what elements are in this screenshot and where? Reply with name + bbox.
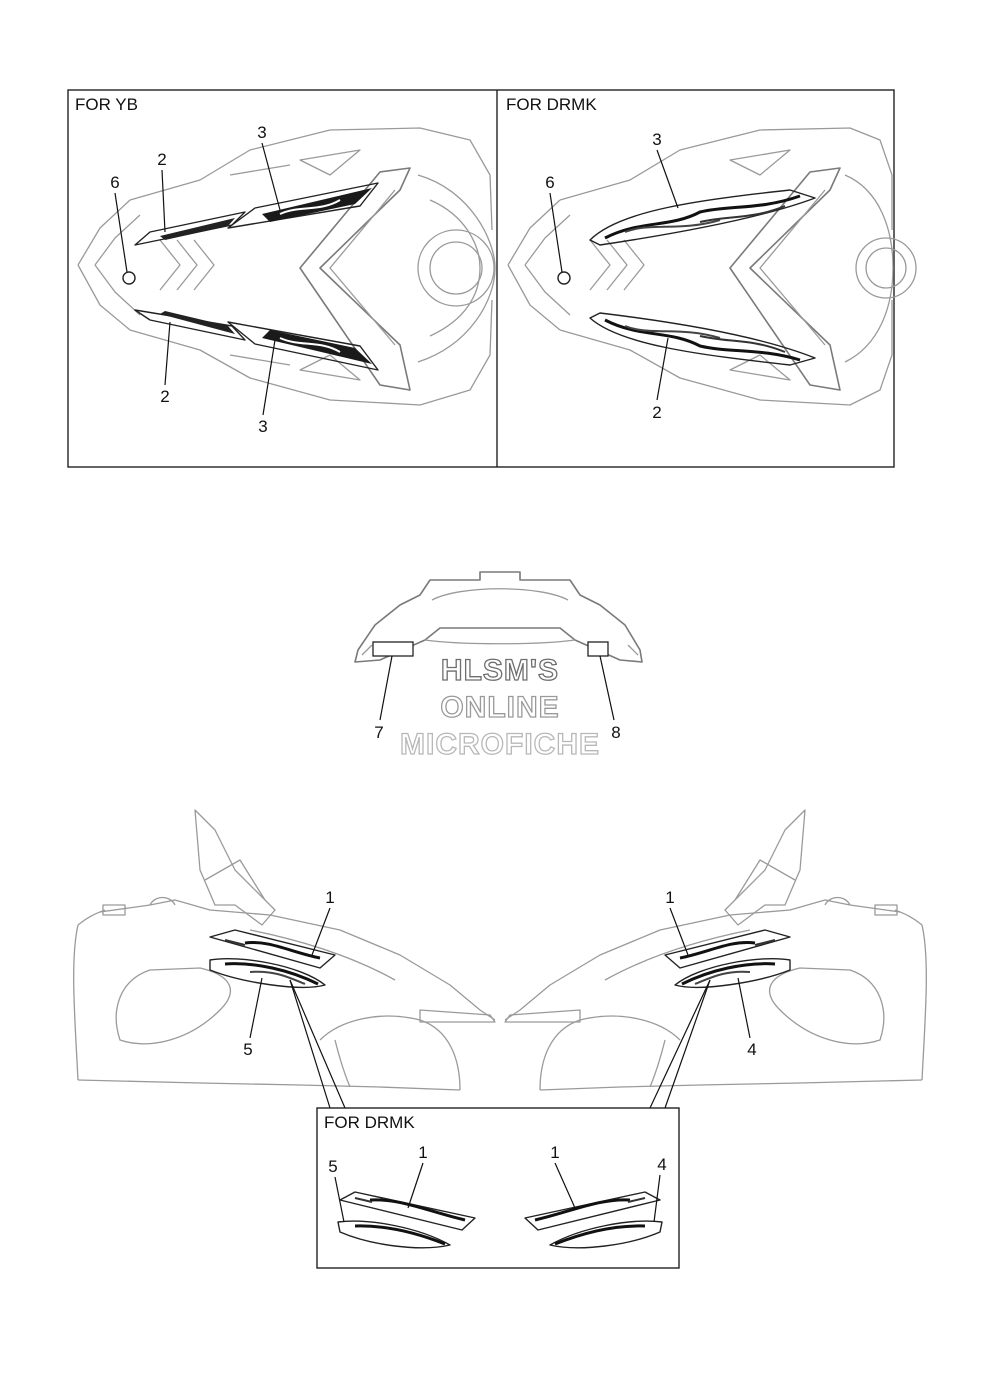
callout-1-left: 1: [325, 888, 334, 907]
panel-label-for-drmk-inset: FOR DRMK: [324, 1113, 415, 1132]
label-8-plate: [587, 641, 609, 657]
callout-5-left: 5: [243, 1040, 252, 1059]
panel-for-yb: FOR YB: [75, 95, 496, 436]
callout-5-inset: 5: [328, 1157, 337, 1176]
callout-2-upper-yb: 2: [157, 150, 166, 169]
inset-decal-5: [337, 1220, 451, 1249]
rear-fender-outline-drmk: [507, 127, 917, 406]
label-7-plate: [372, 641, 414, 657]
left-side-view: 1 5: [73, 809, 496, 1091]
callout-2-lower-yb: 2: [160, 387, 169, 406]
panel-label-for-yb: FOR YB: [75, 95, 138, 114]
inset-decal-4: [549, 1220, 663, 1249]
right-side-view: 1 4: [504, 809, 927, 1091]
callout-3-drmk: 3: [652, 130, 661, 149]
decal-4-right: [674, 958, 791, 988]
decal-1-right: [664, 929, 791, 969]
callout-6-drmk: 6: [545, 173, 554, 192]
decal-5-left: [209, 958, 326, 988]
callout-4-inset: 4: [657, 1155, 666, 1174]
callout-8: 8: [611, 723, 620, 742]
callout-7: 7: [374, 723, 383, 742]
watermark: HLSM'S ONLINE MICROFICHE: [399, 653, 600, 761]
inset-leader-lines: [289, 979, 711, 1109]
rear-fender-outline-yb: [77, 127, 496, 406]
callout-3-lower-yb: 3: [258, 417, 267, 436]
panel-for-drmk: FOR DRMK: [506, 95, 917, 422]
decal-2-lower-yb: [134, 309, 246, 341]
label-6-yb: [122, 271, 136, 285]
callout-3-upper-yb: 3: [257, 123, 266, 142]
callout-1-right: 1: [665, 888, 674, 907]
rear-view: 7 8: [354, 571, 643, 742]
panel-label-for-drmk-top: FOR DRMK: [506, 95, 597, 114]
watermark-line-3: MICROFICHE: [400, 728, 600, 761]
decal-1-left: [209, 929, 336, 969]
decal-2-upper-yb: [134, 211, 246, 246]
watermark-line-2: ONLINE: [440, 691, 559, 724]
decal-3-drmk-flame: [589, 189, 816, 246]
label-6-drmk: [557, 271, 571, 285]
callout-4-right: 4: [747, 1040, 756, 1059]
decal-3-lower-yb: [227, 321, 379, 371]
decal-3-upper-yb: [227, 182, 379, 229]
inset-decal-1-left: [339, 1191, 476, 1231]
top-panel-frame: [67, 89, 895, 468]
watermark-line-1: HLSM'S: [441, 654, 559, 687]
inset-for-drmk: FOR DRMK 5 1 1 4: [316, 1107, 680, 1269]
callout-2-drmk: 2: [652, 403, 661, 422]
callout-6-yb: 6: [110, 173, 119, 192]
inset-decal-1-right: [524, 1191, 661, 1231]
callout-1-inset-left: 1: [418, 1143, 427, 1162]
callout-1-inset-right: 1: [550, 1143, 559, 1162]
decal-2-drmk-flame: [589, 312, 816, 366]
